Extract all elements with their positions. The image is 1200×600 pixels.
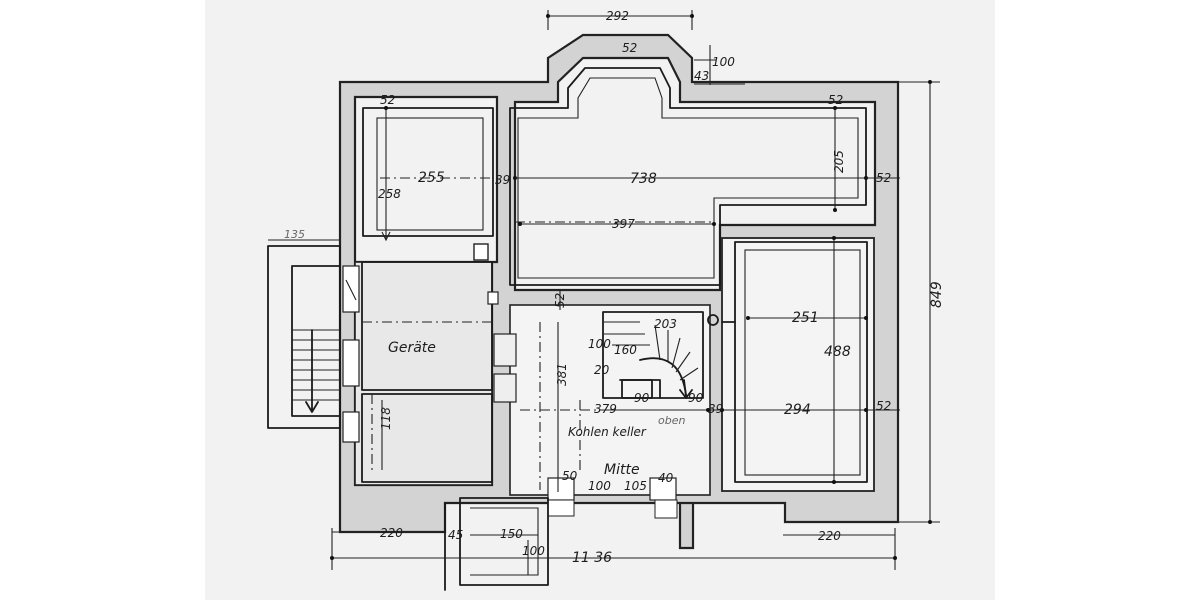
room-nw-line	[376, 117, 484, 231]
wall-infill-left	[354, 261, 493, 486]
dim-room2-width: 738	[630, 171, 657, 187]
dim-corridor-wall: 52	[553, 293, 567, 308]
dim-room1-width: 255	[418, 170, 445, 186]
room-north-line	[517, 77, 859, 279]
door-block-2	[493, 373, 517, 403]
door-block-1	[493, 333, 517, 367]
dimension-lines	[268, 10, 940, 575]
dim-door2: 100	[588, 479, 611, 493]
dim-bottom-offset: 45	[448, 528, 463, 542]
dim-entry-width: 150	[500, 527, 523, 541]
dimension-labels: 292 52 100 43 52 52 255 258 39 738 205 5…	[284, 9, 945, 566]
stair-treads-west	[292, 329, 340, 401]
window-west-openings	[342, 265, 360, 443]
dim-partition2: 39	[708, 402, 723, 416]
dim-door1: 50	[562, 469, 578, 483]
dim-total-height: 849	[929, 281, 945, 308]
dim-ne-wall: 52	[828, 93, 843, 107]
dim-left-margin: 135	[284, 228, 305, 241]
dim-bay-offset: 43	[694, 69, 709, 83]
dim-room4-height: 118	[379, 407, 393, 430]
dim-room3-width: 251	[792, 310, 819, 326]
dim-bottom-left: 220	[380, 526, 403, 540]
dim-entry-depth: 100	[522, 544, 545, 558]
dim-room3-height: 488	[824, 344, 851, 360]
room-label-mitte: Mitte	[604, 462, 640, 478]
stair-arrow-west	[305, 329, 319, 413]
south-openings	[547, 477, 678, 519]
dim-room2-height: 205	[832, 150, 846, 173]
dim-stair-b: 160	[614, 343, 637, 357]
dim-door3: 105	[624, 479, 647, 493]
dim-room1-height: 258	[378, 187, 401, 201]
external-stair	[291, 265, 341, 417]
dim-partition: 39	[495, 173, 510, 187]
entry-porch-inner	[470, 507, 539, 576]
dim-stair-a: 100	[588, 337, 611, 351]
dim-stair-e: 90	[688, 391, 704, 405]
dim-room3-width2: 294	[784, 402, 811, 418]
room-labels: Geräte Kohlen keller Mitte oben	[388, 340, 685, 478]
room-east-line	[744, 249, 861, 476]
dim-bottom-right: 220	[818, 529, 841, 543]
spiral-stair	[602, 311, 719, 399]
dim-stair-d: 90	[634, 391, 650, 405]
room-label-oben: oben	[658, 414, 685, 427]
dim-bay-depth: 100	[712, 55, 735, 69]
dim-right-wall2: 52	[876, 399, 891, 413]
chimney-2	[487, 291, 499, 305]
dim-top-width: 292	[606, 9, 629, 23]
dim-corridor-width: 379	[594, 402, 617, 416]
dim-bay-wall: 52	[622, 41, 637, 55]
chimney-1	[473, 243, 489, 261]
room-nw-inner	[362, 107, 494, 237]
room-label-kohlen-keller: Kohlen keller	[568, 425, 647, 439]
dim-stair-width: 203	[654, 317, 677, 331]
room-sw	[361, 393, 493, 483]
dim-nw-wall: 52	[380, 93, 395, 107]
dim-door4: 40	[658, 471, 674, 485]
room-east-outline	[721, 237, 875, 492]
stair-hall-outline	[509, 304, 711, 496]
dim-stair-c: 20	[594, 363, 610, 377]
dim-total-width: 11 36	[572, 550, 612, 566]
room-north-inner	[509, 67, 867, 286]
room-east-inner	[734, 241, 868, 483]
entry-porch	[459, 497, 549, 586]
room-label-geraete: Geräte	[388, 340, 436, 356]
dim-stair-height: 381	[555, 363, 569, 386]
dim-room2-lower: 397	[612, 217, 635, 231]
dim-right-wall: 52	[876, 171, 891, 185]
room-geraete	[361, 261, 493, 391]
